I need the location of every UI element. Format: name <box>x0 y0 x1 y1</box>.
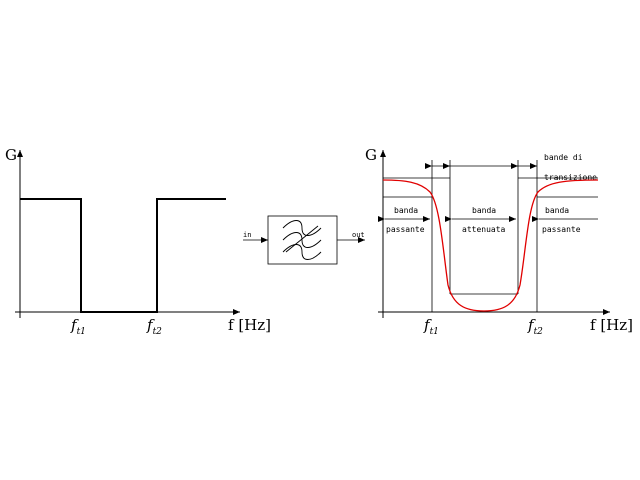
middle-band-label-line2: attenuata <box>462 225 506 234</box>
ideal-gain-line <box>20 198 226 313</box>
filter-symbol-icon <box>282 220 322 260</box>
left-band-label-line1: banda <box>394 206 418 215</box>
middle-band-label-line1: banda <box>472 206 496 215</box>
tick-label-f2: ft2 <box>527 316 543 337</box>
x-axis-label: f [Hz] <box>590 316 633 334</box>
right-band-label-line1: banda <box>545 206 569 215</box>
filter-block: in out <box>243 215 365 265</box>
ideal-response-plot: G f [Hz] ft1 ft2 <box>5 146 271 337</box>
transition-label-line1: bande di <box>544 153 583 162</box>
x-axis-label: f [Hz] <box>228 316 271 334</box>
real-response-curve <box>382 179 599 312</box>
input-label: in <box>243 231 251 239</box>
transition-label-line2: transizione <box>544 173 597 182</box>
right-band-label-line2: passante <box>542 225 581 234</box>
real-response-plot: G f [Hz] bande di transizione banda pass… <box>365 146 633 337</box>
tick-label-f1: ft1 <box>70 316 86 337</box>
tick-label-f2: ft2 <box>146 316 162 337</box>
y-axis-label: G <box>365 146 377 164</box>
tick-label-f1: ft1 <box>423 316 439 337</box>
y-axis-label: G <box>5 146 17 164</box>
left-band-label-line2: passante <box>386 225 425 234</box>
output-label: out <box>352 231 365 239</box>
